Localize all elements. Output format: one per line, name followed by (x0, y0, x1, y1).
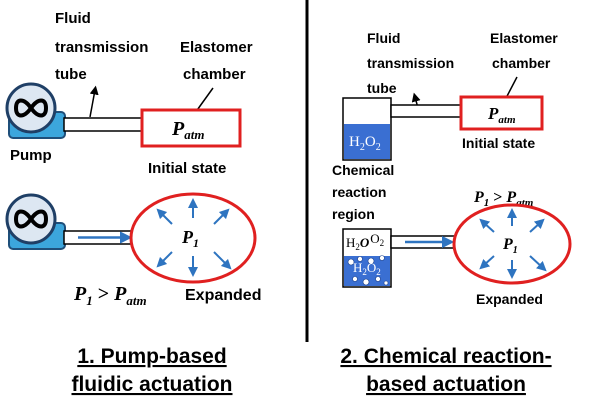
reservoir-bubbles (347, 255, 389, 286)
left-condition: P1 > Patm (73, 283, 147, 308)
region-label-line1: Chemical (332, 162, 394, 178)
right-initial-state-label: Initial state (462, 135, 535, 151)
region-label-line3: region (332, 206, 375, 222)
left-caption-line1: 1. Pump-based (77, 345, 226, 368)
right-caption-line1: 2. Chemical reaction- (340, 345, 551, 368)
right-chamber-label: chamber (492, 55, 551, 71)
left-chamber-pressure: Patm (171, 118, 204, 142)
left-tube-top (63, 117, 143, 132)
left-initial-state-label: Initial state (148, 160, 226, 177)
pump-top (5, 82, 66, 139)
right-balloon-pressure: P1 (502, 236, 518, 256)
right-tube-top (390, 104, 462, 118)
right-transmission-label: transmission (367, 55, 454, 71)
pump-bottom (5, 193, 66, 250)
left-tube-label: tube (55, 66, 87, 83)
infinity-icon (13, 98, 49, 118)
left-transmission-label: transmission (55, 39, 148, 56)
left-balloon-pressure: P1 (181, 227, 199, 250)
right-expanded-label: Expanded (476, 291, 543, 307)
left-balloon-arrows (156, 198, 232, 277)
left-chamber-initial (140, 108, 242, 148)
left-elastomer-label: Elastomer (180, 39, 253, 56)
pump-label: Pump (10, 147, 52, 164)
right-chamber-pressure: Patm (487, 104, 516, 126)
right-tube-label: tube (367, 80, 397, 96)
region-label-line2: reaction (332, 184, 386, 200)
infinity-icon (13, 209, 49, 229)
reservoir-bottom-h2o2: H2O2 (353, 260, 381, 277)
right-elastomer-label: Elastomer (490, 30, 558, 46)
reservoir-top-liquid (344, 124, 390, 159)
left-expanded-label: Expanded (185, 287, 261, 304)
right-chamber-initial (459, 95, 544, 131)
right-caption-line2: based actuation (366, 373, 526, 396)
left-panel: Fluid transmission tube Elastomer chambe… (5, 10, 261, 396)
left-caption-line2: fluidic actuation (71, 373, 232, 396)
left-tube-pointer (89, 85, 99, 118)
reservoir-bottom-products: H2OO2 (346, 231, 384, 252)
left-chamber-label: chamber (183, 66, 246, 83)
left-fluid-label: Fluid (55, 10, 91, 27)
right-balloon-arrows (479, 208, 547, 279)
right-fluid-label: Fluid (367, 30, 400, 46)
reservoir-top-h2o2: H2O2 (349, 134, 381, 153)
right-panel: Fluid transmission tube Elastomer chambe… (332, 30, 572, 396)
